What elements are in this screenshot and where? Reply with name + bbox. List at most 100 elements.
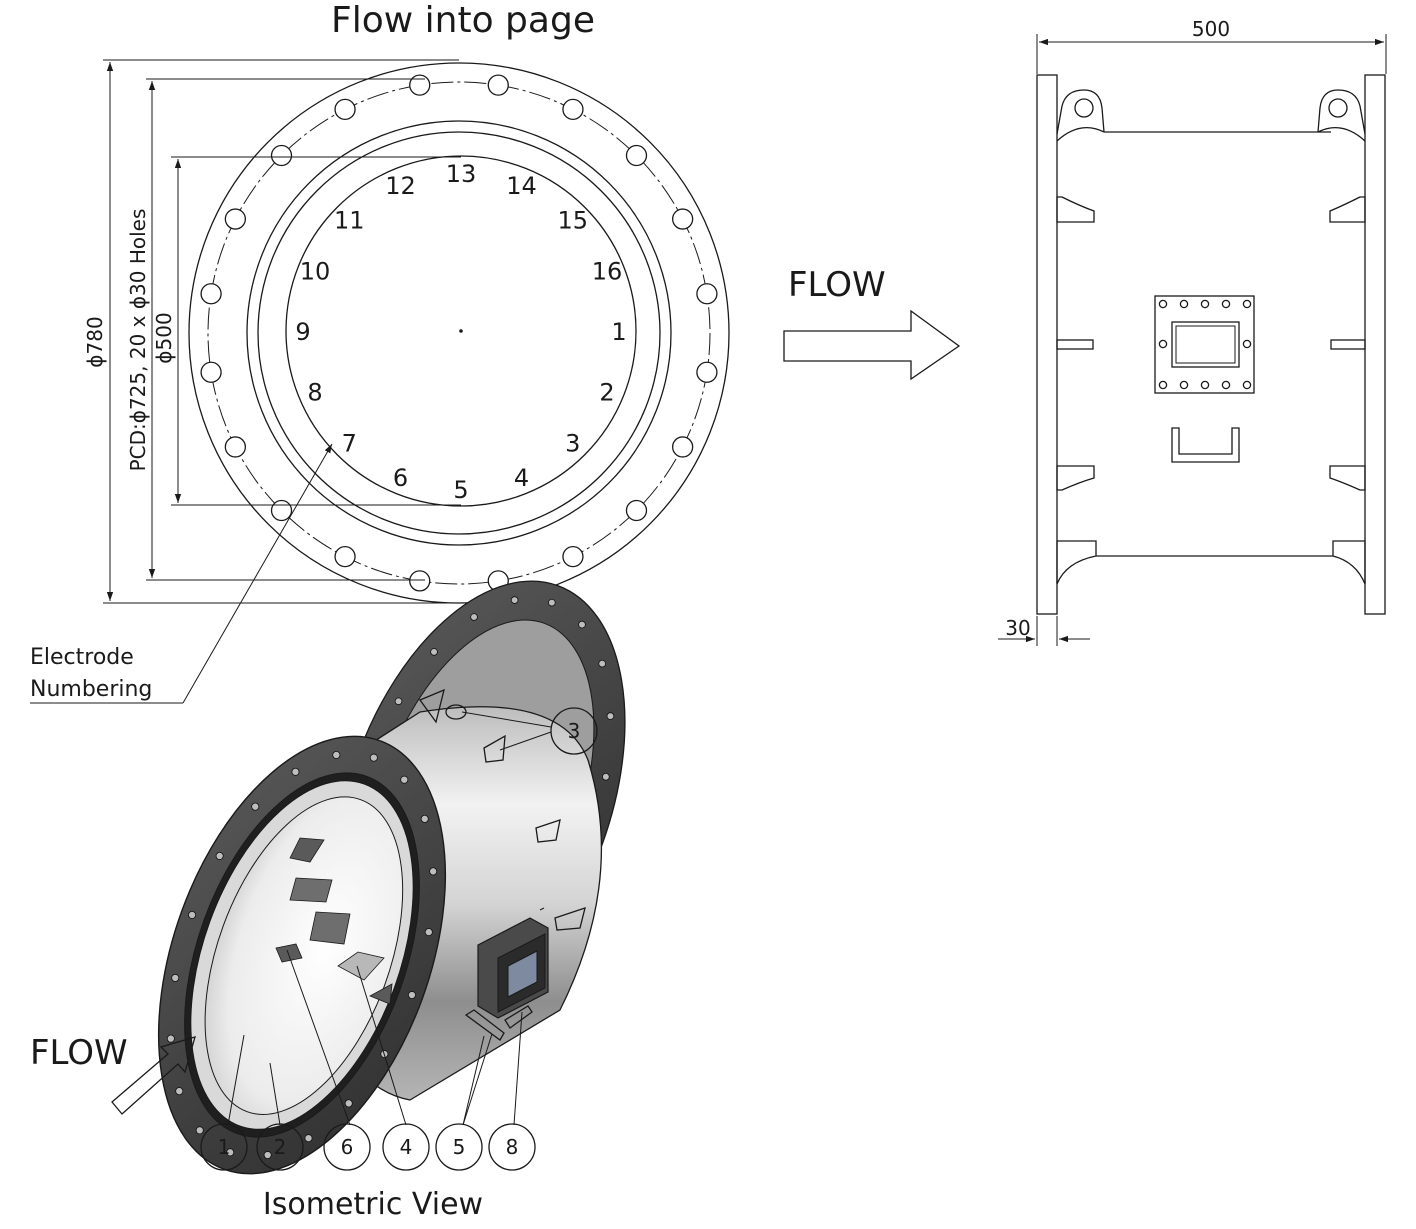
flange-bolt-hole: [344, 1099, 353, 1108]
flange-bolt-hole: [578, 620, 586, 629]
electrode-label-13: 13: [446, 160, 477, 188]
balloon-2: 2: [274, 1135, 287, 1159]
bolt-hole: [334, 545, 356, 568]
junction-box-bolt: [1242, 339, 1252, 349]
bolt-hole: [200, 361, 222, 383]
flow-arrow-iso-icon: [111, 1036, 196, 1115]
bolt-hole: [409, 570, 431, 592]
flange-bolt-hole: [215, 851, 224, 860]
flange-left: [1036, 74, 1058, 615]
bolt-hole: [625, 499, 648, 522]
junction-box-bolt: [1200, 299, 1210, 309]
bolt-hole: [696, 283, 718, 305]
junction-box-bolt: [1200, 380, 1210, 390]
bolt-hole: [270, 499, 293, 522]
junction-box-bolt: [1221, 380, 1231, 390]
flange-bolt-hole: [251, 802, 260, 811]
electrode-label-10: 10: [300, 258, 331, 286]
bolt-hole: [671, 208, 694, 230]
front-view-title: Flow into page: [331, 0, 595, 41]
electrode-label-9: 9: [295, 318, 310, 346]
electrode-label-16: 16: [592, 258, 623, 286]
balloon-6: 6: [341, 1135, 354, 1159]
flange-bolt-hole: [420, 814, 429, 823]
flange-inner-circle: [246, 120, 672, 546]
flange-outer-circle: [188, 62, 730, 604]
side-view: 500 30: [998, 17, 1387, 646]
cable-bracket: [1171, 427, 1240, 463]
junction-box-bolt: [1158, 299, 1168, 309]
electrode-label-4: 4: [514, 464, 529, 492]
electrode-label-12: 12: [385, 172, 416, 200]
flange-bolt-hole: [429, 867, 438, 876]
flange-bolt-hole: [430, 648, 438, 656]
dim-inner-diameter: ϕ500: [152, 312, 176, 363]
iso-junction-box: [464, 917, 549, 1041]
flange-bolt-hole: [394, 697, 403, 706]
pitch-circle: [207, 81, 711, 585]
bolt-hole: [270, 144, 293, 167]
junction-box-bolt: [1179, 299, 1189, 309]
isometric-caption: Isometric View: [263, 1187, 483, 1222]
bolt-hole: [409, 74, 431, 96]
leader-lines: [227, 711, 552, 1126]
flange-bolt-hole: [166, 1034, 175, 1043]
junction-box-bolt: [1158, 339, 1168, 349]
electrode-label-11: 11: [334, 206, 365, 234]
flange-bolt-hole: [470, 613, 478, 621]
dim-side-width: 500: [1192, 17, 1230, 41]
flange-bolt-hole: [407, 991, 416, 1000]
flange-bolt-hole: [332, 750, 341, 759]
flange-bolt-hole: [510, 596, 519, 604]
junction-box-bolt: [1242, 380, 1252, 390]
electrode-label-15: 15: [557, 206, 588, 234]
dim-pcd: PCD:ϕ725, 20 x ϕ30 Holes: [126, 209, 150, 472]
dim-flange-thickness: 30: [1005, 616, 1030, 640]
flange-bolt-hole: [548, 598, 556, 607]
callout-line-1: Electrode: [30, 645, 134, 670]
balloon-1: 1: [218, 1135, 231, 1159]
bolt-hole: [562, 545, 584, 568]
electrode-label-2: 2: [599, 378, 614, 406]
flow-arrow-icon: [783, 309, 961, 381]
electrode-label-3: 3: [565, 430, 580, 458]
bolt-hole: [334, 98, 356, 121]
flange-bolt-hole: [291, 767, 300, 776]
bore: [204, 796, 404, 1115]
flange-bolt-hole: [188, 910, 197, 919]
electrode-label-14: 14: [506, 172, 537, 200]
electrode-label-8: 8: [307, 378, 322, 406]
electrode-label-5: 5: [453, 476, 468, 504]
junction-box-bolt: [1179, 380, 1189, 390]
flange-bolt-hole: [263, 1151, 272, 1160]
callout-line-2: Numbering: [30, 677, 152, 702]
liner-circle: [257, 131, 661, 535]
electrode-label-1: 1: [611, 318, 626, 346]
flange-bolt-hole: [606, 712, 615, 720]
bolt-hole: [562, 98, 584, 121]
flange-bolt-hole: [598, 659, 606, 668]
balloon-4: 4: [400, 1135, 413, 1159]
isometric-view: FLOW 3 1 2 6 4 5: [30, 580, 626, 1222]
center-mark: [459, 329, 463, 333]
bolt-holes: [200, 74, 718, 592]
balloons: 3 1 2 6 4 5 8: [200, 707, 598, 1171]
junction-box-bolt: [1158, 380, 1168, 390]
balloon-8: 8: [506, 1135, 519, 1159]
bolt-hole: [671, 436, 694, 458]
junction-box: [1154, 295, 1255, 394]
balloon-3: 3: [568, 719, 581, 743]
bolt-hole: [224, 436, 247, 458]
flange-bolt-hole: [226, 1148, 235, 1157]
bolt-hole: [200, 283, 222, 305]
flange-bolt-hole: [602, 772, 610, 781]
dim-outer-diameter: ϕ780: [83, 316, 107, 367]
flange-right: [1364, 74, 1386, 615]
electrode-label-6: 6: [393, 464, 408, 492]
balloon-5: 5: [453, 1135, 466, 1159]
electrode-label-7: 7: [342, 430, 357, 458]
iso-electrodes: [275, 837, 393, 1005]
